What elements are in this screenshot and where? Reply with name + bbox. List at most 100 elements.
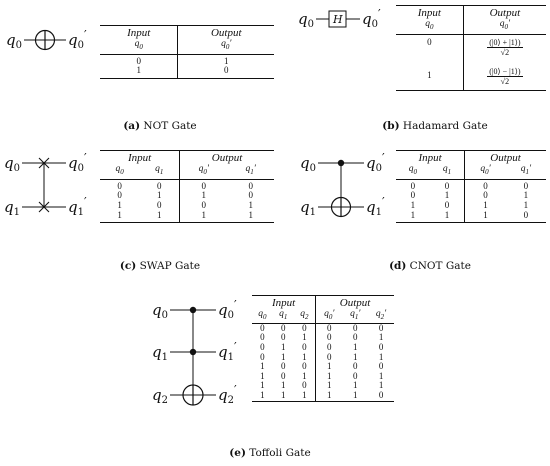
table-cell: 0	[378, 342, 384, 353]
table-cell: 1	[179, 191, 228, 202]
table-cell: 1	[302, 370, 307, 381]
table-cell: 0	[315, 342, 343, 353]
swap-gate-circuit: q0 q1 q0′ q1′	[4, 151, 87, 218]
table-cell: 0	[302, 322, 307, 333]
table-cell: 1	[523, 200, 529, 211]
hadamard-box	[328, 10, 347, 28]
table-cell: 0	[523, 180, 529, 191]
output-header: Output	[179, 150, 274, 164]
wire-label-q0-in: q0	[300, 154, 316, 174]
table-cell: 0	[464, 179, 506, 192]
table-cell: 1	[156, 190, 162, 201]
table-cell: 1	[260, 361, 265, 372]
table-cell: 1	[315, 371, 343, 382]
wire-label-q2-in: q2	[152, 386, 168, 406]
input-var: q1	[272, 309, 294, 324]
table-cell: 1	[315, 381, 343, 392]
table-cell: 0	[179, 200, 228, 211]
not-gate-circuit: q0 q0′	[6, 28, 87, 51]
table-cell: 1	[302, 351, 307, 362]
table-cell: 1	[302, 332, 307, 343]
table-cell: 1	[260, 370, 265, 381]
input-var: q0	[252, 309, 273, 324]
table-cell: 1	[281, 342, 286, 353]
table-cell: 0	[410, 190, 416, 201]
table-cell: 0	[260, 322, 265, 333]
table-cell: (|0⟩ − |1⟩)√2	[462, 62, 546, 91]
table-cell: 1	[281, 390, 286, 401]
table-cell: 0	[248, 190, 253, 201]
table-cell: 1	[353, 390, 358, 401]
wire-label-q0-out: q0′	[68, 151, 87, 174]
gate-label-h: H	[332, 13, 343, 26]
table-cell: 0	[427, 36, 432, 47]
table-cell: 1	[117, 200, 122, 211]
table-cell: 0	[444, 200, 450, 211]
input-header: Input	[127, 27, 151, 39]
input-var: q1	[139, 164, 180, 180]
table-cell: 0	[315, 352, 343, 363]
input-var: q0	[100, 164, 140, 180]
table-cell: 0	[281, 361, 286, 372]
table-cell: (|0⟩ + |1⟩)√2	[462, 34, 546, 63]
wire-label-q1-out: q1′	[366, 195, 385, 218]
swap-cross-top	[38, 157, 50, 169]
wire-label-q1-in: q1	[300, 198, 316, 218]
input-var: q1	[429, 164, 465, 180]
input-header: Input	[127, 152, 152, 164]
wire-label-q1-out: q1′	[68, 195, 87, 218]
input-var: q0	[396, 19, 464, 35]
output-header: Output	[177, 25, 274, 39]
table-cell: 0	[179, 179, 228, 192]
swap-cross-bottom	[38, 201, 50, 213]
table-cell: 1	[378, 370, 384, 381]
table-cell: 0	[248, 180, 253, 191]
table-cell: 1	[248, 200, 253, 211]
table-cell: 1	[315, 362, 343, 372]
table-cell: 0	[260, 332, 265, 343]
table-cell: 0	[315, 323, 343, 334]
control-dot	[337, 159, 345, 167]
caption-d: (d) CNOT Gate	[389, 260, 471, 272]
output-header: Output	[462, 5, 546, 19]
table-cell: 0	[156, 200, 162, 211]
table-cell: 1	[523, 190, 529, 201]
table-cell: 1	[353, 342, 358, 353]
table-cell: 1	[378, 380, 384, 391]
caption-e: (e) Toffoli Gate	[229, 447, 311, 459]
wire-label-q2-out: q2′	[218, 383, 237, 406]
wire-label-q0-in: q0	[152, 301, 168, 321]
table-cell: 0	[302, 380, 307, 391]
table-cell: 1	[378, 351, 384, 362]
table-cell: 1	[410, 209, 416, 220]
control-dot	[189, 306, 197, 314]
wire-label-q1-in: q1	[4, 198, 20, 218]
input-header: Input	[271, 297, 296, 309]
wire-label-q0-out: q0′	[362, 7, 381, 30]
table-cell: 1	[179, 210, 228, 223]
output-var: q0′	[315, 309, 343, 324]
table-cell: 0	[281, 332, 286, 343]
control-dot	[189, 348, 197, 356]
caption-b: (b) Hadamard Gate	[382, 120, 488, 132]
table-cell: 0	[156, 180, 162, 191]
table-cell: 1	[281, 380, 286, 391]
cnot-gate-circuit: q0 q1 q0′ q1′	[300, 151, 385, 218]
input-header: Input	[417, 7, 441, 19]
table-cell: 0	[378, 361, 384, 372]
table-cell: 1	[427, 69, 432, 80]
table-cell: 1	[444, 190, 450, 201]
input-var: q0	[100, 39, 178, 55]
table-cell: 1	[410, 200, 416, 211]
table-cell: 1	[353, 351, 358, 362]
table-cell: 0	[315, 333, 343, 344]
table-cell: 0	[353, 332, 358, 343]
table-cell: 1	[260, 390, 265, 401]
